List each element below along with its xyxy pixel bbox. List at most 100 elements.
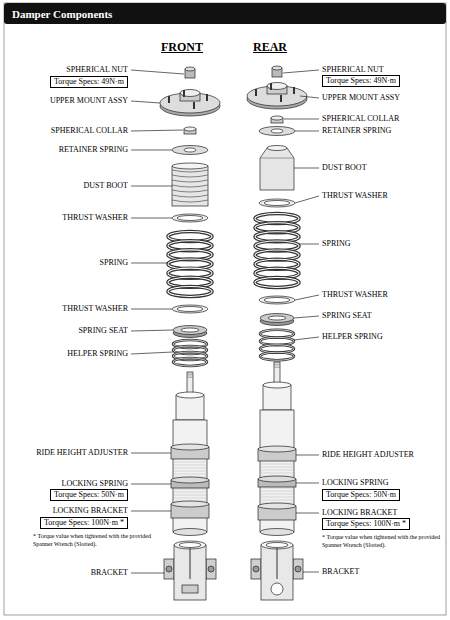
part-label: SPRING — [322, 239, 350, 249]
ride-height-adjuster — [171, 444, 209, 450]
body-thread — [173, 489, 207, 490]
leader-line — [131, 309, 172, 310]
bracket-slot — [277, 548, 278, 579]
bracket-bolt — [253, 566, 259, 572]
leader-line — [131, 573, 164, 574]
torque-spec-text: Torque Specs: 49N·m — [54, 77, 124, 86]
thrust-washer — [264, 201, 290, 206]
dust-boot — [172, 163, 208, 169]
dust-boot-fold — [172, 190, 208, 192]
part-label: SPHERICAL NUT — [66, 65, 128, 75]
part-label: HELPER SPRING — [67, 349, 128, 359]
piston-rod — [274, 362, 280, 385]
leader-line — [303, 572, 319, 573]
bracket — [179, 543, 201, 548]
bracket — [261, 545, 293, 600]
leader-line — [131, 150, 172, 151]
torque-spec-text: Torque Specs: 100N·m * — [44, 518, 124, 527]
dust-boot — [172, 166, 208, 206]
leader-line — [131, 101, 160, 103]
dust-boot — [267, 146, 287, 151]
leader-line — [131, 186, 172, 187]
dust-boot-fold — [172, 200, 208, 202]
locking-spring — [171, 477, 209, 483]
leader-line — [131, 263, 168, 264]
bracket-ear — [293, 559, 303, 579]
part-label: RETAINER SPRING — [322, 126, 391, 136]
part-label: BRACKET — [322, 567, 359, 577]
part-label: LOCKING BRACKET — [53, 506, 128, 516]
thrust-washer — [259, 296, 295, 304]
retainer-spring — [184, 148, 196, 152]
part-label: UPPER MOUNT ASSY — [322, 93, 400, 103]
upper-mount — [180, 90, 200, 97]
main-spring — [168, 286, 212, 296]
spring-seat — [173, 326, 207, 335]
page-frame — [4, 3, 446, 615]
part-label: SPHERICAL NUT — [322, 65, 384, 75]
leader-line — [131, 511, 171, 512]
thrust-washer — [177, 307, 203, 312]
torque-spec-text: Torque Specs: 100N·m * — [326, 519, 406, 528]
part-label: SPRING — [100, 258, 128, 268]
leader-line — [295, 196, 319, 203]
main-spring — [168, 286, 212, 296]
damper-body — [173, 529, 207, 536]
rod-thread — [187, 374, 193, 375]
spherical-collar — [184, 127, 196, 131]
body-thread — [260, 488, 294, 489]
thrust-washer — [264, 298, 290, 303]
leader-line — [283, 70, 319, 73]
bracket — [266, 543, 288, 548]
leader-line — [300, 96, 319, 98]
leader-line — [296, 455, 319, 456]
torque-spec-box: Torque Specs: 100N·m * — [322, 518, 410, 530]
leader-line — [295, 131, 319, 132]
leader-line — [294, 316, 319, 318]
body-thread — [173, 474, 207, 475]
leader-line — [131, 130, 183, 131]
mount-stud — [293, 87, 295, 94]
spring-seat — [268, 316, 286, 320]
spherical-nut — [272, 66, 282, 70]
spherical-collar — [271, 116, 283, 120]
part-label: THRUST WASHER — [322, 191, 388, 201]
leader-line — [131, 330, 173, 331]
rod-thread — [274, 364, 280, 365]
part-label: SPHERICAL COLLAR — [322, 114, 399, 124]
bracket-hole — [271, 583, 283, 595]
mount-stud — [206, 94, 208, 101]
mount-stud — [280, 95, 282, 102]
thrust-washer — [172, 305, 208, 313]
body-thread — [260, 470, 294, 471]
rod-thread — [274, 363, 280, 364]
torque-spec-box: Torque Specs: 49N·m — [322, 75, 400, 87]
leader-line — [296, 513, 319, 514]
torque-spec-text: Torque Specs: 50N·m — [326, 490, 396, 499]
dust-boot — [260, 148, 294, 190]
part-label: SPRING SEAT — [78, 326, 128, 336]
spring-seat — [260, 314, 294, 323]
locking-bracket — [258, 503, 296, 509]
leader-line — [295, 295, 319, 300]
torque-spec-text: Torque Specs: 50N·m — [54, 490, 124, 499]
body-thread — [260, 500, 294, 501]
bracket-bolt — [208, 566, 214, 572]
dust-boot-fold — [172, 195, 208, 197]
body-thread — [260, 467, 294, 468]
thrust-washer — [259, 199, 295, 207]
body-thread — [173, 492, 207, 493]
bracket-ear — [164, 559, 174, 579]
rod-thread — [274, 367, 280, 368]
damper-body — [263, 385, 291, 410]
bracket-slot — [190, 548, 191, 579]
mount-stud — [270, 83, 272, 90]
footnote: * Torque value when tightened with the p… — [322, 533, 440, 549]
mount-stud — [183, 90, 185, 97]
retainer-spring — [172, 146, 208, 155]
body-thread — [260, 491, 294, 492]
part-label: RIDE HEIGHT ADJUSTER — [322, 450, 414, 460]
damper-body — [176, 395, 204, 420]
leader-line — [131, 453, 171, 454]
